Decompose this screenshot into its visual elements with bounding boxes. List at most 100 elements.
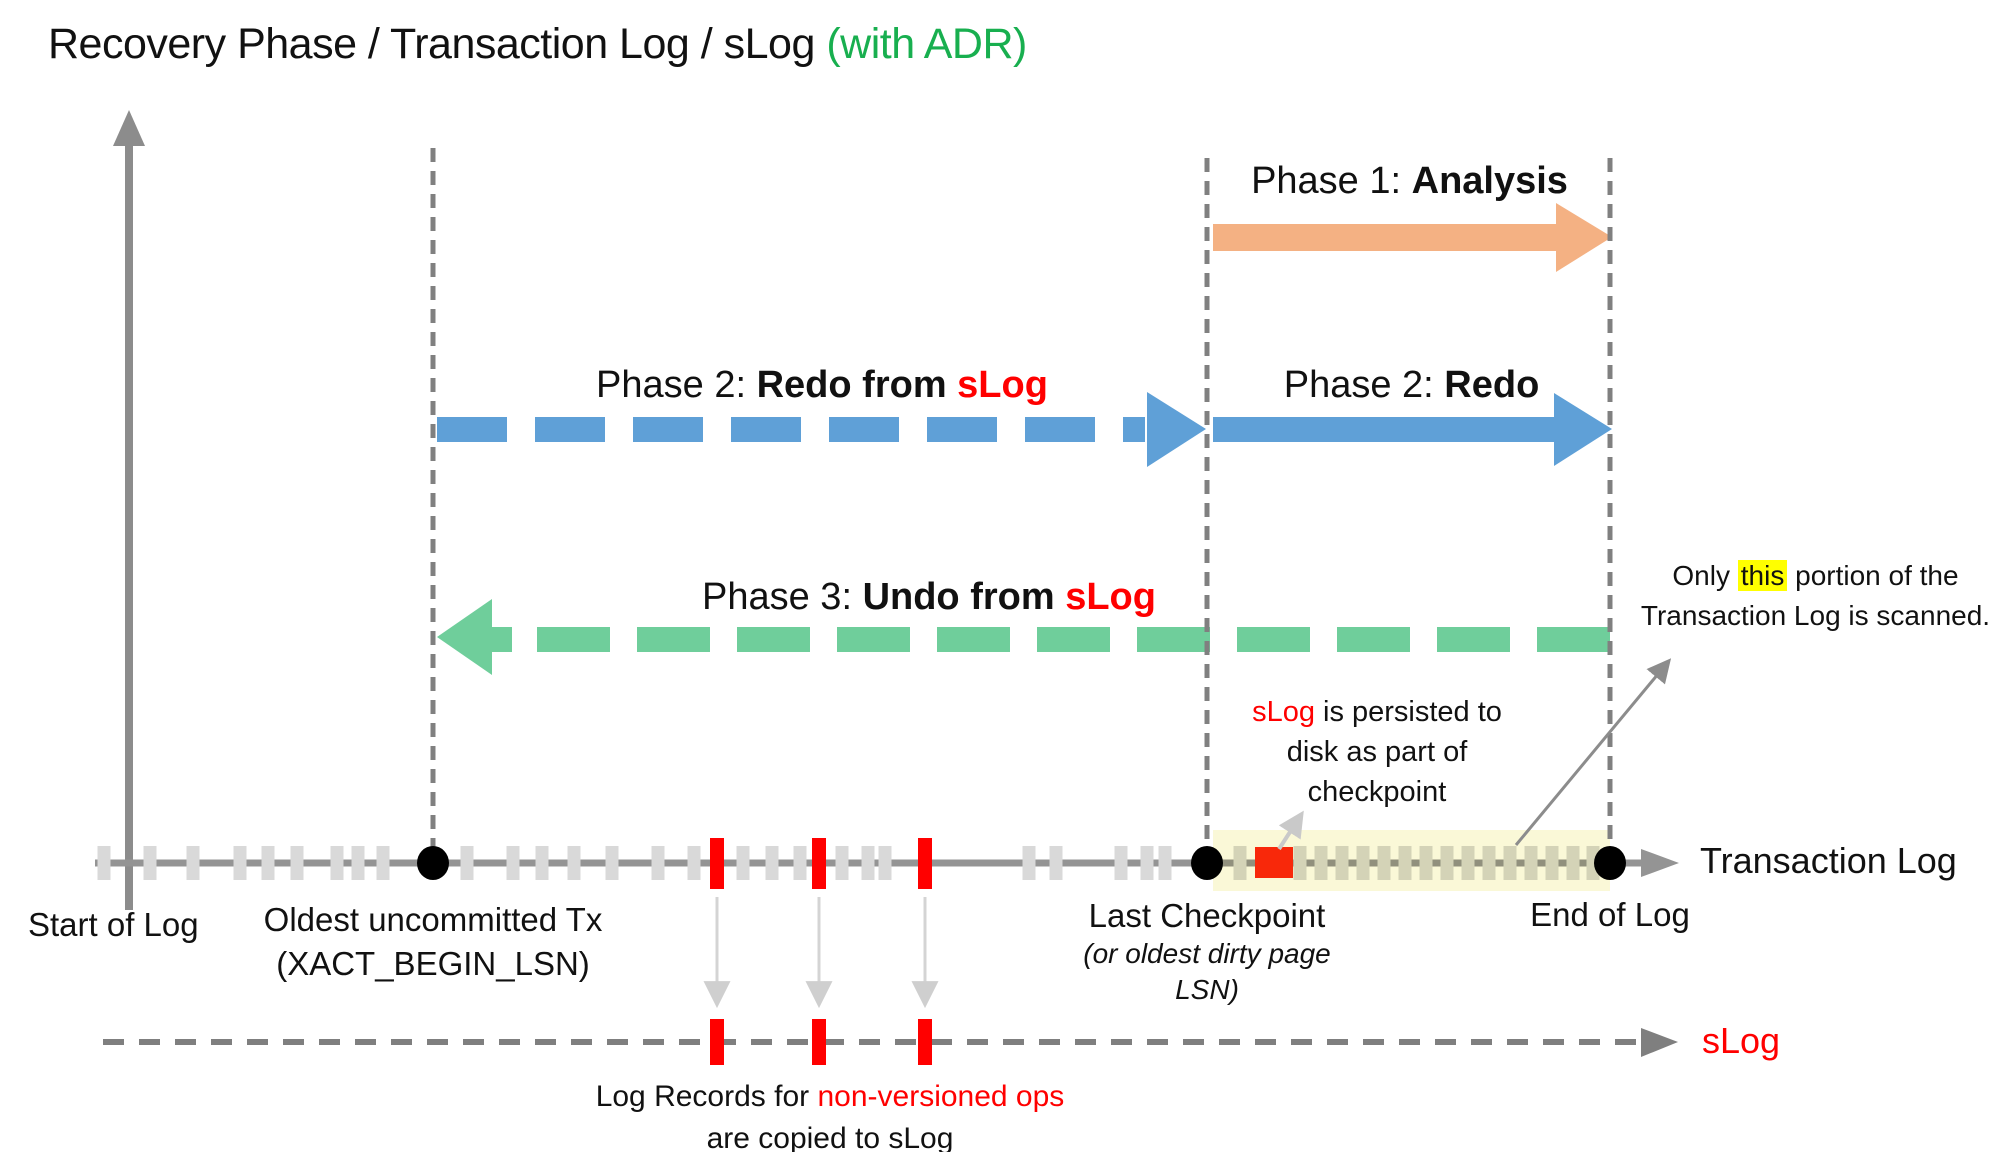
log-record-tick bbox=[460, 846, 474, 880]
phase1-label: Phase 1: Analysis bbox=[1209, 160, 1610, 203]
slog-checkpoint-marker bbox=[1255, 847, 1293, 878]
oldest-line1: Oldest uncommitted Tx bbox=[263, 901, 603, 938]
log-record-tick bbox=[1022, 846, 1036, 880]
log-record-tick bbox=[506, 846, 520, 880]
redo-arrow-shaft bbox=[1213, 417, 1554, 442]
undo-from-slog-dash bbox=[537, 627, 610, 652]
redo-from-slog-dash bbox=[731, 417, 801, 442]
persisted-pointer-arrow bbox=[1277, 810, 1304, 851]
persisted-line3: checkpoint bbox=[1307, 776, 1447, 808]
redo-from-slog-dash bbox=[1025, 417, 1095, 442]
scanned-line1: Only this portion of the bbox=[1630, 556, 2001, 596]
redo-from-slog-dash bbox=[437, 417, 507, 442]
scanned-line2: Transaction Log is scanned. bbox=[1640, 600, 1991, 631]
transaction-log-label: Transaction Log bbox=[1700, 840, 1957, 881]
scanned-highlight: this bbox=[1737, 560, 1788, 591]
log-record-tick bbox=[687, 846, 701, 880]
non-versioned-op-ticks bbox=[710, 838, 932, 889]
transaction-log-arrowhead bbox=[1641, 849, 1679, 877]
undo-from-slog-dash bbox=[1537, 627, 1610, 652]
analysis-arrow-head bbox=[1556, 203, 1612, 272]
title-main: Recovery Phase / Transaction Log / sLog bbox=[48, 20, 827, 68]
phase3-label: Phase 3: Undo from sLog bbox=[437, 576, 1421, 619]
phase1-name: Analysis bbox=[1411, 160, 1568, 202]
last-checkpoint-sub2: LSN) bbox=[1175, 974, 1239, 1005]
log-record-tick bbox=[651, 846, 665, 880]
phase2a-prefix: Phase 2: bbox=[596, 364, 757, 406]
non-versioned-op-tick bbox=[710, 838, 724, 889]
last-checkpoint-sub1: (or oldest dirty page bbox=[1083, 938, 1331, 969]
persisted-line2: disk as part of bbox=[1286, 736, 1468, 768]
vertical-axis-arrowhead bbox=[113, 110, 145, 146]
scanned-post: portion of the bbox=[1787, 560, 1959, 591]
log-record-tick bbox=[376, 846, 390, 880]
copied-to-slog-note: Log Records for non-versioned ops are co… bbox=[520, 1076, 1140, 1152]
phase2-redo-label: Phase 2: Redo bbox=[1213, 364, 1610, 407]
phase2b-prefix: Phase 2: bbox=[1283, 364, 1445, 406]
log-record-tick bbox=[1158, 846, 1172, 880]
scanned-pointer-arrow bbox=[1514, 658, 1672, 846]
phase2a-name: Redo from bbox=[756, 364, 958, 406]
page-title: Recovery Phase / Transaction Log / sLog … bbox=[48, 20, 1027, 69]
log-record-tick bbox=[1049, 846, 1063, 880]
undo-from-slog-dash bbox=[1337, 627, 1410, 652]
phase2b-name: Redo bbox=[1444, 364, 1540, 406]
scanned-portion-note: Only this portion of the Transaction Log… bbox=[1630, 556, 2001, 636]
phase2a-slog: sLog bbox=[957, 364, 1048, 406]
lsn-dot bbox=[417, 846, 449, 880]
lsn-dots bbox=[417, 846, 1626, 880]
persisted-slog-word: sLog bbox=[1252, 696, 1315, 728]
log-record-tick bbox=[1114, 846, 1128, 880]
log-record-tick bbox=[861, 846, 875, 880]
log-record-tick bbox=[567, 846, 581, 880]
redo-from-slog-arrow-dashes bbox=[437, 417, 1145, 442]
undo-from-slog-dash bbox=[1437, 627, 1510, 652]
phase3-slog: sLog bbox=[1065, 576, 1156, 618]
non-versioned-op-tick bbox=[918, 838, 932, 889]
log-record-tick bbox=[736, 846, 750, 880]
oldest-uncommitted-tx-label: Oldest uncommitted Tx (XACT_BEGIN_LSN) bbox=[183, 898, 683, 986]
redo-arrow-head bbox=[1554, 393, 1612, 466]
log-record-tick bbox=[261, 846, 275, 880]
title-adr: (with ADR) bbox=[826, 20, 1027, 68]
slog-record-ticks bbox=[710, 1019, 932, 1065]
start-of-log-label: Start of Log bbox=[28, 906, 199, 943]
redo-from-slog-dash bbox=[927, 417, 997, 442]
log-record-tick bbox=[143, 846, 157, 880]
undo-from-slog-dash bbox=[492, 627, 512, 652]
slog-record-tick bbox=[812, 1019, 826, 1065]
copied-line1: Log Records for non-versioned ops bbox=[520, 1076, 1140, 1118]
copied-red: non-versioned ops bbox=[817, 1080, 1065, 1113]
undo-arrow-head bbox=[437, 599, 492, 675]
end-of-log-label: End of Log bbox=[1530, 896, 1690, 933]
last-checkpoint-main: Last Checkpoint bbox=[1088, 897, 1326, 934]
persisted-line1: sLog is persisted to bbox=[1222, 692, 1532, 732]
phase3-prefix: Phase 3: bbox=[702, 576, 863, 618]
log-record-tick bbox=[765, 846, 779, 880]
slog-record-tick bbox=[710, 1019, 724, 1065]
persisted-rest: is persisted to bbox=[1314, 696, 1502, 728]
copied-line2: are copied to sLog bbox=[706, 1122, 954, 1152]
analysis-arrow-shaft bbox=[1213, 224, 1556, 251]
slog-record-tick bbox=[918, 1019, 932, 1065]
redo-from-slog-dash bbox=[1123, 417, 1145, 442]
phase1-prefix: Phase 1: bbox=[1251, 160, 1412, 202]
log-record-tick bbox=[330, 846, 344, 880]
redo-from-slog-arrow-head bbox=[1147, 392, 1206, 467]
log-record-tick bbox=[835, 846, 849, 880]
lsn-dot bbox=[1594, 846, 1626, 880]
undo-from-slog-dash bbox=[1237, 627, 1310, 652]
redo-from-slog-dash bbox=[829, 417, 899, 442]
copied-pre: Log Records for bbox=[595, 1080, 818, 1113]
non-versioned-op-tick bbox=[812, 838, 826, 889]
redo-from-slog-dash bbox=[633, 417, 703, 442]
undo-from-slog-dash bbox=[1037, 627, 1110, 652]
undo-from-slog-dash bbox=[837, 627, 910, 652]
log-record-tick bbox=[186, 846, 200, 880]
undo-from-slog-dash bbox=[637, 627, 710, 652]
phase3-name: Undo from bbox=[862, 576, 1066, 618]
undo-from-slog-dash bbox=[737, 627, 810, 652]
log-record-tick bbox=[1140, 846, 1154, 880]
